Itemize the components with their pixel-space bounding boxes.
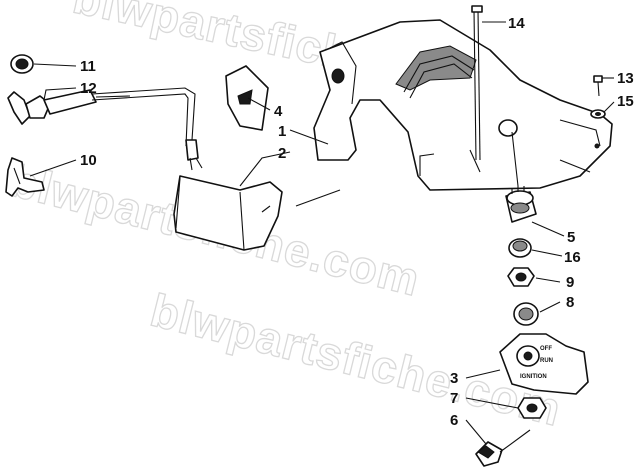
- plate-label-off: OFF: [540, 346, 552, 352]
- leader-lines: [29, 21, 615, 445]
- callout-6: 6: [450, 412, 458, 429]
- part-8-lock-washer: [513, 302, 539, 326]
- part-1-console-housing: [313, 19, 613, 191]
- callout-9: 9: [566, 274, 574, 291]
- part-12-cable-assembly: [7, 87, 203, 171]
- plate-label-run: RUN: [540, 358, 553, 364]
- callout-8: 8: [566, 294, 574, 311]
- callout-4: 4: [274, 103, 283, 120]
- part-3-ignition-plate: IGNITION OFF RUN: [499, 333, 589, 395]
- part-7-nut: [517, 397, 547, 419]
- callout-10: 10: [80, 152, 97, 169]
- part-10-lever: [5, 157, 45, 197]
- callout-12: 12: [80, 80, 97, 97]
- part-6-key: [475, 429, 531, 467]
- part-4-decal: [225, 65, 269, 131]
- callout-14: 14: [508, 15, 525, 32]
- callout-13: 13: [617, 70, 634, 87]
- part-9-nut: [507, 267, 535, 287]
- part-11-grommet: [10, 54, 34, 74]
- callout-16: 16: [564, 249, 581, 266]
- callout-2: 2: [278, 145, 286, 162]
- part-16-bezel: [508, 238, 532, 258]
- callout-3: 3: [450, 370, 458, 387]
- plate-label-ignition: IGNITION: [520, 374, 547, 380]
- callout-11: 11: [80, 58, 96, 75]
- callout-7: 7: [450, 390, 458, 407]
- part-5-ignition-switch: [505, 131, 537, 223]
- part-14-screw: [471, 5, 483, 161]
- callout-labels: 11 12 10 4 1 2 14 13 15 5 16 9 8 3 7 6: [80, 15, 634, 429]
- callout-5: 5: [567, 229, 575, 246]
- part-2-lower-cover: [173, 175, 341, 251]
- part-13-screw: [593, 75, 603, 97]
- part-15-washer: [590, 109, 606, 119]
- callout-1: 1: [278, 123, 286, 140]
- callout-15: 15: [617, 93, 634, 110]
